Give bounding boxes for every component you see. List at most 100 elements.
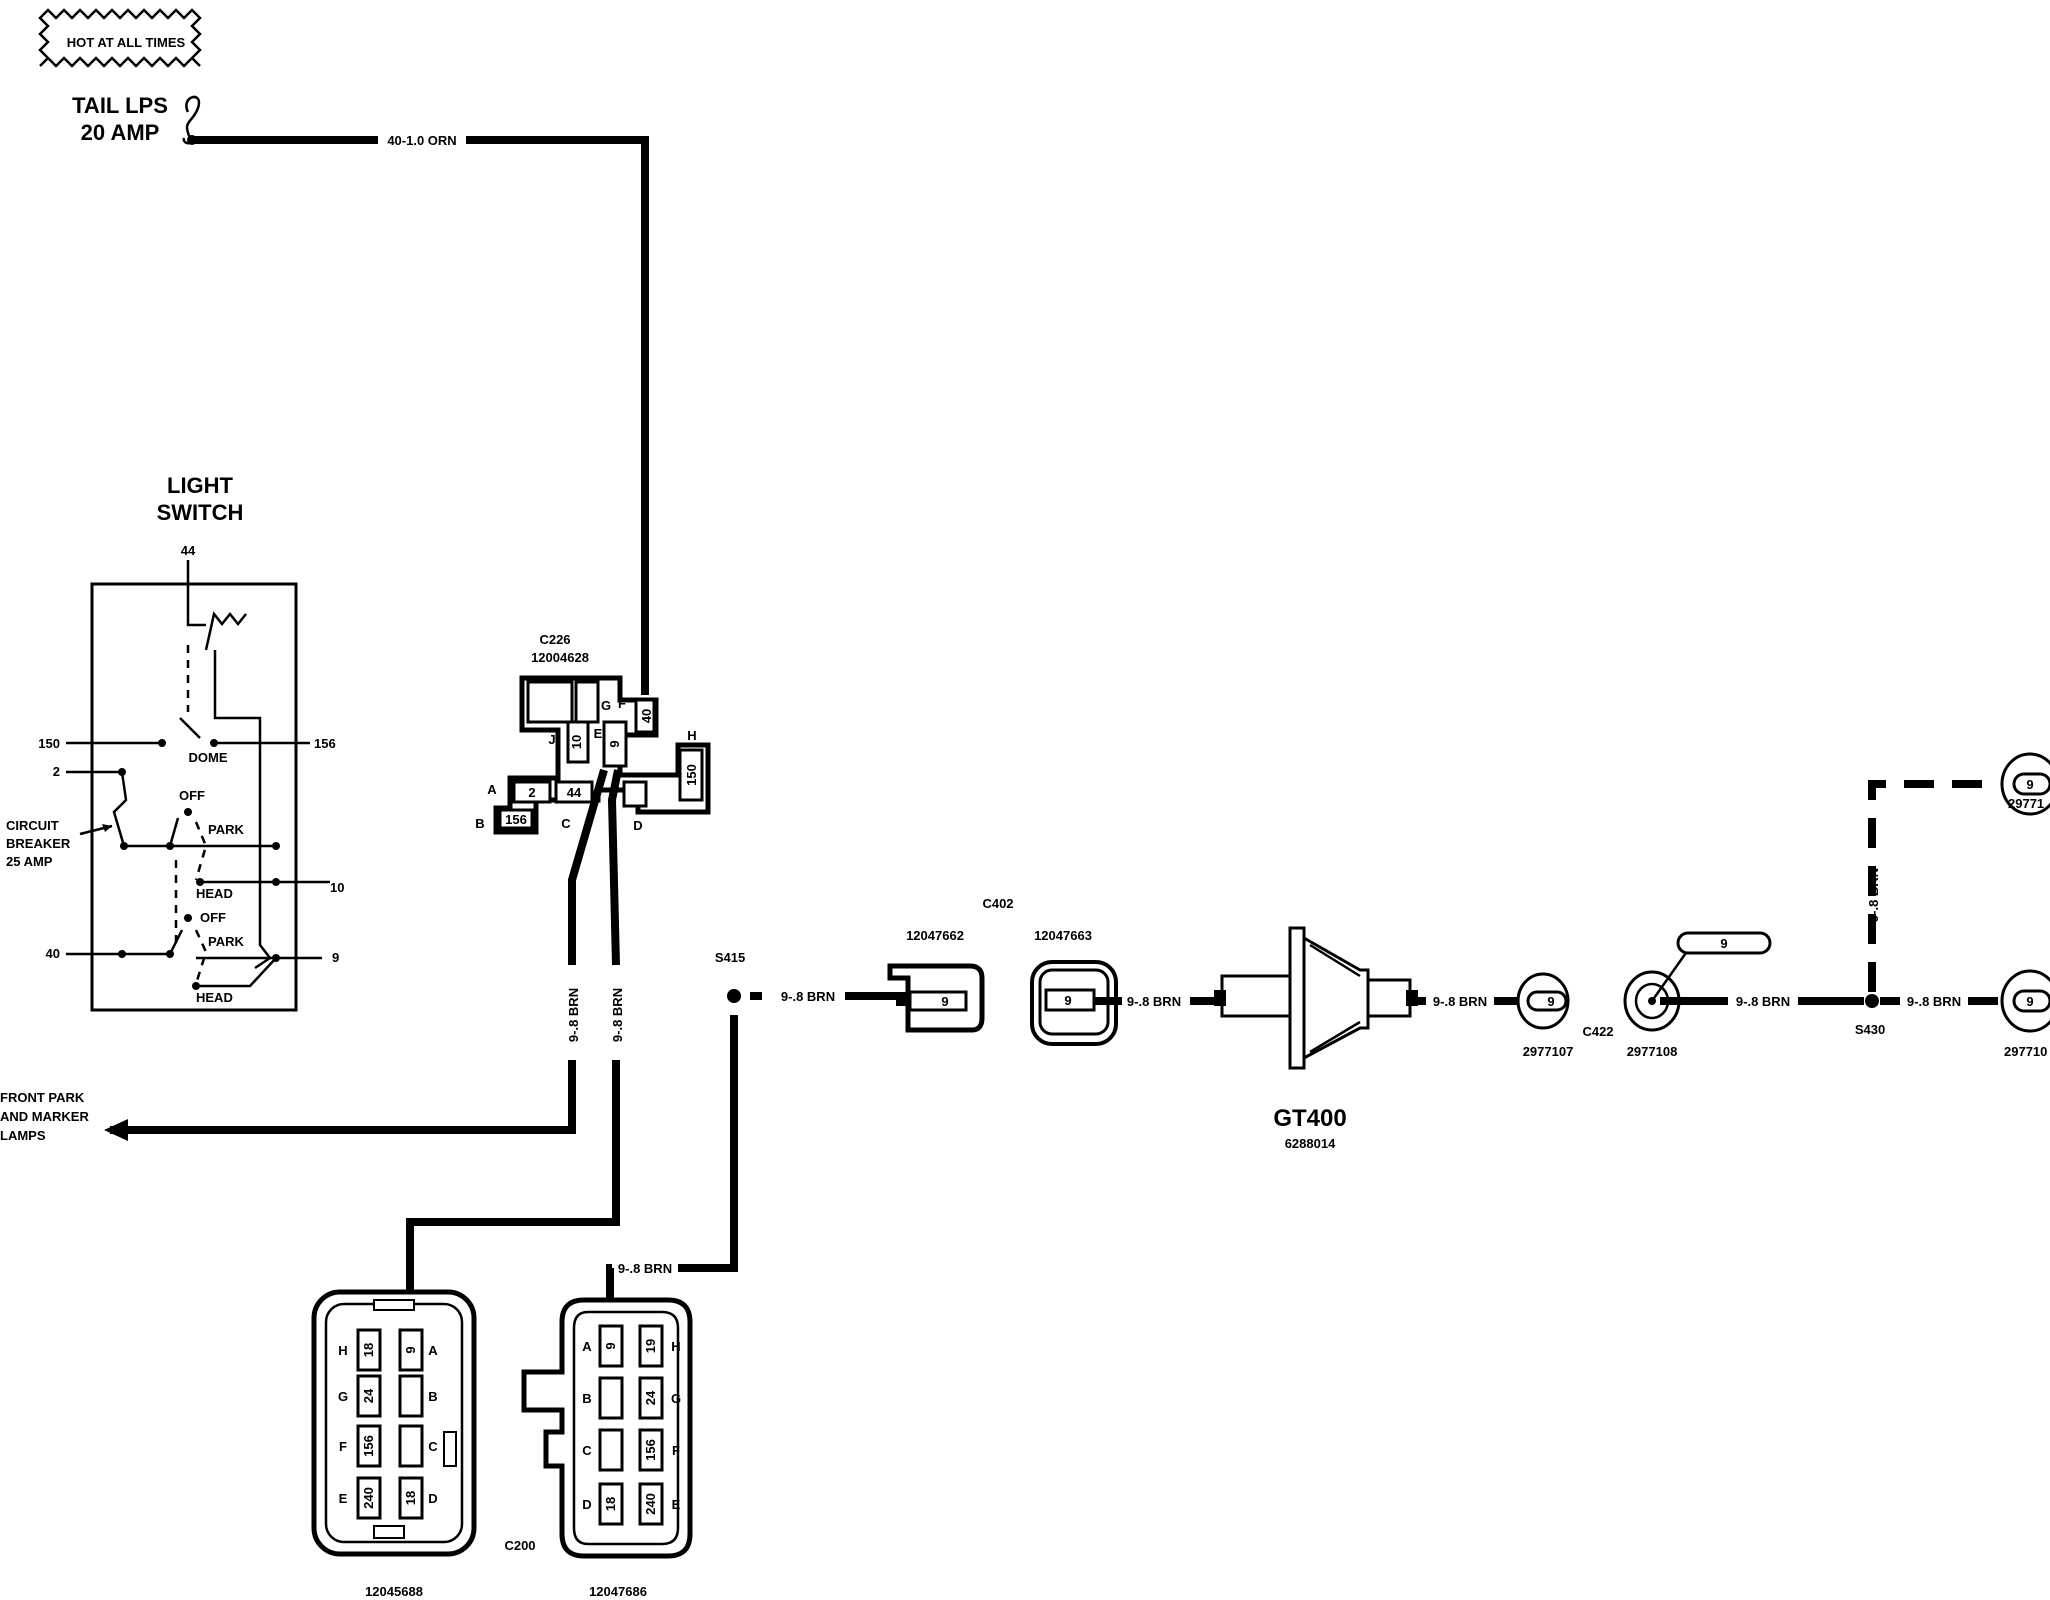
c200-left-pin-0: 18 [361, 1343, 376, 1357]
c200-left-cavity-6: E [339, 1491, 348, 1506]
term-150-label: 150 [38, 736, 60, 751]
gt400-part: 6288014 [1285, 1136, 1336, 1151]
pos-head-1-label: HEAD [196, 886, 233, 901]
term-2-label: 2 [53, 764, 60, 779]
c402-name: C402 [982, 896, 1013, 911]
c200-right-cavity-4: C [582, 1443, 592, 1458]
c200-right-pin-box-5 [638, 1428, 664, 1472]
wire-brn-4-label: 9-.8 BRN [781, 989, 835, 1004]
term-44-label: 44 [181, 543, 196, 558]
c200-left-pin-box-2 [356, 1374, 382, 1418]
c200-right-cavity-0: A [582, 1339, 592, 1354]
c200-right-pin-5: 156 [643, 1439, 658, 1461]
c200-left-pin-1: 9 [403, 1346, 418, 1353]
wire-brn-c200-left [406, 769, 622, 1340]
c200-right-pin-0: 9 [603, 1342, 618, 1349]
c226-pin-150: 150 [684, 764, 699, 786]
c200-left-cavity-7: D [428, 1491, 437, 1506]
c200-right-cavity-5: F [672, 1443, 680, 1458]
c200-right-cavity-2: B [582, 1391, 591, 1406]
c200-left-pin-box-1 [398, 1328, 424, 1372]
connector-c402: C402 12047662 12047663 9 9 [887, 896, 1118, 1046]
right-lamp-top-pin: 9 [2026, 777, 2033, 792]
c200-right-pin-box-0 [598, 1324, 624, 1368]
c226-cav-j: J [548, 732, 555, 747]
gt400-trailer-connector: GT400 6288014 [1214, 926, 1418, 1151]
wire-brn-s430-top [1868, 780, 1998, 992]
wire-brn-front-lamps [110, 768, 608, 1134]
term-156-label: 156 [314, 736, 336, 751]
c200-left-pin-box-7 [398, 1476, 424, 1520]
pos-off-2-label: OFF [200, 910, 226, 925]
front-lamps-label-2: AND MARKER [0, 1109, 89, 1124]
term-9-label: 9 [332, 950, 339, 965]
c200-right-cavity-7: E [672, 1497, 681, 1512]
light-switch-housing [90, 582, 298, 1012]
splice-s415-label: S415 [715, 950, 745, 965]
pos-off-1-label: OFF [179, 788, 205, 803]
pos-park-1-label: PARK [208, 822, 244, 837]
connector-c226: C226 12004628 40 10 9 150 2 44 156 A B C… [475, 632, 711, 835]
c200-name: C200 [504, 1538, 535, 1553]
hot-at-all-times-label: HOT AT ALL TIMES [67, 35, 186, 50]
light-switch-title-2: SWITCH [157, 500, 244, 525]
front-lamps-label-3: LAMPS [0, 1128, 46, 1143]
splice-s430-label: S430 [1855, 1022, 1885, 1037]
c200-left-pin-box-0 [356, 1328, 382, 1372]
c200-right-cavity-1: H [671, 1339, 680, 1354]
wire-brn-6-label: 9-.8 BRN [1433, 994, 1487, 1009]
front-lamps-label-1: FRONT PARK [0, 1090, 85, 1105]
c226-pin-156: 156 [505, 812, 527, 827]
pos-park-2-label: PARK [208, 934, 244, 949]
breaker-label-2: BREAKER [6, 836, 71, 851]
front-lamps-arrow [104, 1119, 128, 1141]
c422-name: C422 [1582, 1024, 1613, 1039]
wire-brn-5-label: 9-.8 BRN [1127, 994, 1181, 1009]
breaker-label-3: 25 AMP [6, 854, 53, 869]
wire-brn-3-label: 9-.8 BRN [618, 1261, 672, 1276]
splice-s415 [727, 989, 741, 1003]
c402-part-right: 12047663 [1034, 928, 1092, 943]
fuse-rating: 20 AMP [81, 120, 160, 145]
c226-cav-e: E [594, 726, 603, 741]
wire-orn [192, 136, 649, 695]
c200-right-cavity-6: D [582, 1497, 591, 1512]
c200-left-pin-box-4 [356, 1424, 382, 1468]
splice-s430 [1865, 994, 1879, 1008]
c200-left-cavity-1: A [428, 1343, 438, 1358]
c200-right-pin-7: 240 [643, 1493, 658, 1515]
c200-right-pin-1: 19 [643, 1339, 658, 1353]
c422-part-right: 2977108 [1627, 1044, 1678, 1059]
c200-right-cavity-3: G [671, 1391, 681, 1406]
c226-pin-9: 9 [607, 740, 622, 747]
wire-brn-2-label: 9-.8 BRN [610, 988, 625, 1042]
c200-left-pin-box-6 [356, 1476, 382, 1520]
pos-dome-label: DOME [189, 750, 228, 765]
c226-cav-c: C [561, 816, 571, 831]
c200-part-left: 12045688 [365, 1584, 423, 1599]
c402-part-left: 12047662 [906, 928, 964, 943]
c200-part-right: 12047686 [589, 1584, 647, 1599]
c422-pin-flag: 9 [1720, 936, 1727, 951]
fuse-symbol [182, 95, 201, 145]
c200-left-cavity-5: C [428, 1439, 438, 1454]
c226-pin-2: 2 [528, 785, 535, 800]
wire-brn-7-label: 9-.8 BRN [1736, 994, 1790, 1009]
c200-left-pin-7: 18 [403, 1491, 418, 1505]
fuse-name: TAIL LPS [72, 93, 168, 118]
c200-right-pin-box-4 [598, 1428, 624, 1472]
term-40-label: 40 [46, 946, 60, 961]
c402-pin-right: 9 [1064, 993, 1071, 1008]
right-lamp-bottom: 9 297710 [2000, 969, 2050, 1059]
c422-part-left: 2977107 [1523, 1044, 1574, 1059]
c200-right-pin-box-6 [598, 1482, 624, 1526]
c200-right-pin-box-1 [638, 1324, 664, 1368]
c200-left-cavity-4: F [339, 1439, 347, 1454]
hot-at-all-times-badge: HOT AT ALL TIMES [38, 8, 202, 68]
light-switch-title-1: LIGHT [167, 473, 234, 498]
c200-left-pin-box-3 [398, 1374, 424, 1418]
c200-left-cavity-2: G [338, 1389, 348, 1404]
